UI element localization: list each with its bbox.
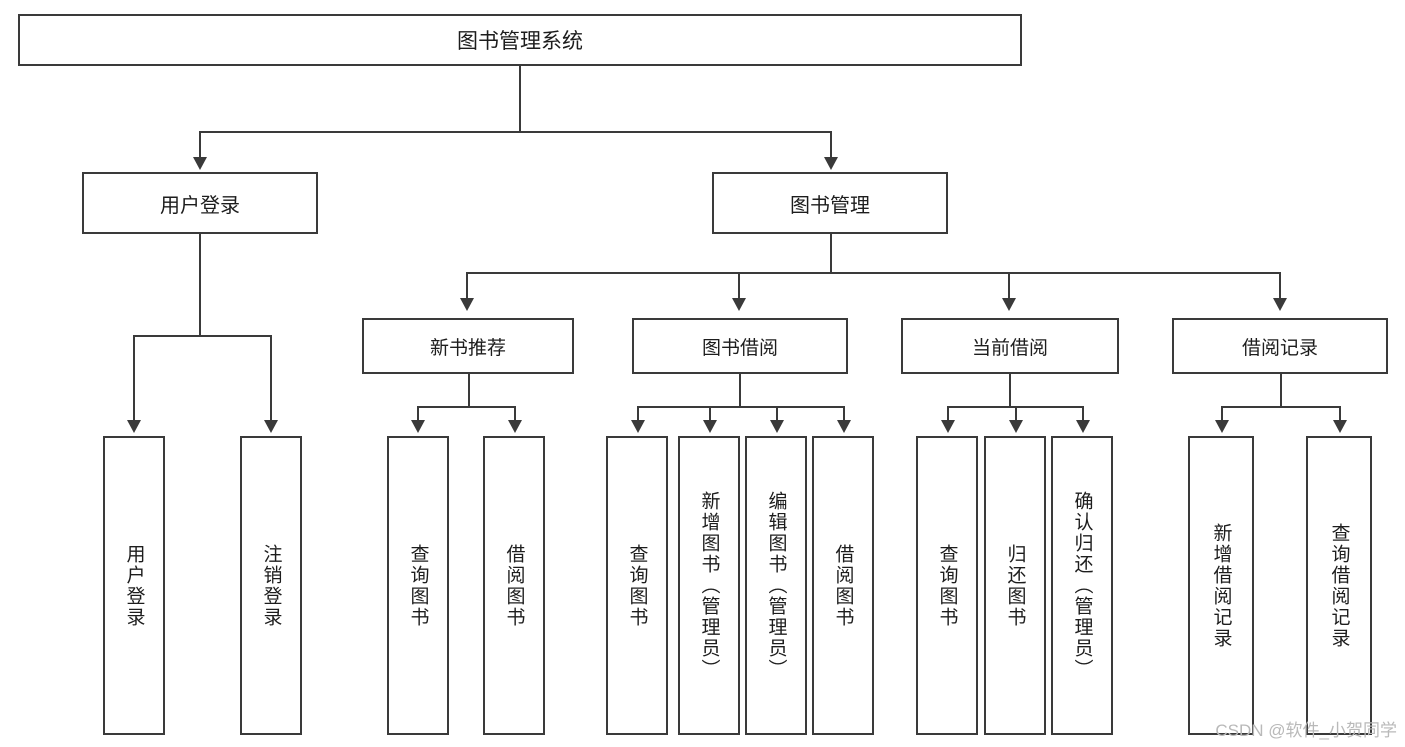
- leaf-query-book-current[interactable]: 查询图书: [916, 436, 978, 735]
- connector-current-to-leaf1: [947, 406, 949, 422]
- node-label: 图书管理系统: [457, 30, 583, 53]
- connector-user-stem: [199, 234, 201, 335]
- arrowhead-borrow-to-leaf1: [631, 420, 645, 433]
- connector-record-to-leaf2: [1339, 406, 1341, 422]
- arrowhead-recommend-to-leaf1: [411, 420, 425, 433]
- arrowhead-record-to-leaf2: [1333, 420, 1347, 433]
- connector-record-to-leaf1: [1221, 406, 1223, 422]
- connector-current-to-leaf2: [1015, 406, 1017, 422]
- leaf-label: 新增借阅记录: [1210, 522, 1232, 649]
- leaf-user-logout[interactable]: 注销登录: [240, 436, 302, 735]
- node-book-management[interactable]: 图书管理: [712, 172, 948, 234]
- arrowhead-recommend-to-leaf2: [508, 420, 522, 433]
- leaf-return-book[interactable]: 归还图书: [984, 436, 1046, 735]
- leaf-label: 借阅图书: [832, 543, 854, 628]
- arrowhead-user-to-leaf2: [264, 420, 278, 433]
- connector-user-bar: [133, 335, 271, 337]
- leaf-label: 查询图书: [936, 543, 958, 628]
- connector-root-stem: [519, 66, 521, 131]
- connector-book-to-new: [466, 272, 468, 300]
- connector-borrow-stem: [739, 374, 741, 406]
- node-label: 用户登录: [160, 194, 240, 217]
- arrowhead-borrow-to-leaf3: [770, 420, 784, 433]
- arrowhead-book-to-current: [1002, 298, 1016, 311]
- leaf-label: 借阅图书: [503, 543, 525, 628]
- arrowhead-root-to-book: [824, 157, 838, 170]
- connector-recommend-to-leaf1: [417, 406, 419, 422]
- leaf-label: 新增图书（管理员）: [698, 491, 720, 680]
- arrowhead-current-to-leaf2: [1009, 420, 1023, 433]
- leaf-query-borrow-record[interactable]: 查询借阅记录: [1306, 436, 1372, 735]
- arrowhead-root-to-user: [193, 157, 207, 170]
- connector-book-stem: [830, 234, 832, 272]
- connector-book-to-current: [1008, 272, 1010, 300]
- connector-book-to-borrow: [738, 272, 740, 300]
- node-label: 图书借阅: [701, 337, 778, 359]
- node-book-borrow[interactable]: 图书借阅: [632, 318, 848, 374]
- leaf-label: 用户登录: [123, 543, 145, 628]
- node-root-system[interactable]: 图书管理系统: [18, 14, 1022, 66]
- connector-borrow-bar: [637, 406, 843, 408]
- connector-root-bar: [199, 131, 831, 133]
- connector-recommend-stem: [468, 374, 470, 406]
- arrowhead-user-to-leaf1: [127, 420, 141, 433]
- node-label: 新书推荐: [429, 337, 506, 359]
- node-new-book-recommend[interactable]: 新书推荐: [362, 318, 574, 374]
- connector-borrow-to-leaf1: [637, 406, 639, 422]
- leaf-label: 查询借阅记录: [1328, 522, 1350, 649]
- leaf-add-borrow-record[interactable]: 新增借阅记录: [1188, 436, 1254, 735]
- arrowhead-current-to-leaf1: [941, 420, 955, 433]
- leaf-add-book-admin[interactable]: 新增图书（管理员）: [678, 436, 740, 735]
- leaf-borrow-book[interactable]: 借阅图书: [812, 436, 874, 735]
- connector-book-to-record: [1279, 272, 1281, 300]
- arrowhead-record-to-leaf1: [1215, 420, 1229, 433]
- node-label: 当前借阅: [971, 337, 1048, 359]
- connector-current-to-leaf3: [1082, 406, 1084, 422]
- connector-borrow-to-leaf3: [776, 406, 778, 422]
- connector-record-stem: [1280, 374, 1282, 406]
- node-current-borrow[interactable]: 当前借阅: [901, 318, 1119, 374]
- leaf-user-login[interactable]: 用户登录: [103, 436, 165, 735]
- connector-borrow-to-leaf4: [843, 406, 845, 422]
- connector-user-to-leaf2: [270, 335, 272, 422]
- leaf-query-book-borrow[interactable]: 查询图书: [606, 436, 668, 735]
- connector-borrow-to-leaf2: [709, 406, 711, 422]
- connector-record-bar: [1221, 406, 1339, 408]
- connector-user-to-leaf1: [133, 335, 135, 422]
- connector-recommend-bar: [417, 406, 515, 408]
- leaf-label: 编辑图书（管理员）: [765, 491, 787, 680]
- leaf-label: 确认归还（管理员）: [1071, 491, 1093, 680]
- leaf-label: 归还图书: [1004, 543, 1026, 628]
- connector-root-to-book: [830, 131, 832, 159]
- leaf-label: 查询图书: [407, 543, 429, 628]
- node-label: 图书管理: [790, 194, 870, 217]
- leaf-borrow-book-recommend[interactable]: 借阅图书: [483, 436, 545, 735]
- arrowhead-current-to-leaf3: [1076, 420, 1090, 433]
- node-label: 借阅记录: [1241, 337, 1318, 359]
- arrowhead-borrow-to-leaf2: [703, 420, 717, 433]
- arrowhead-book-to-record: [1273, 298, 1287, 311]
- connector-book-bar: [466, 272, 1280, 274]
- leaf-label: 注销登录: [260, 543, 282, 628]
- connector-recommend-to-leaf2: [514, 406, 516, 422]
- arrowhead-book-to-borrow: [732, 298, 746, 311]
- connector-current-stem: [1009, 374, 1011, 406]
- connector-root-to-user: [199, 131, 201, 159]
- leaf-query-book-recommend[interactable]: 查询图书: [387, 436, 449, 735]
- node-borrow-record[interactable]: 借阅记录: [1172, 318, 1388, 374]
- leaf-edit-book-admin[interactable]: 编辑图书（管理员）: [745, 436, 807, 735]
- arrowhead-borrow-to-leaf4: [837, 420, 851, 433]
- leaf-label: 查询图书: [626, 543, 648, 628]
- arrowhead-book-to-new: [460, 298, 474, 311]
- node-user-login[interactable]: 用户登录: [82, 172, 318, 234]
- leaf-confirm-return-admin[interactable]: 确认归还（管理员）: [1051, 436, 1113, 735]
